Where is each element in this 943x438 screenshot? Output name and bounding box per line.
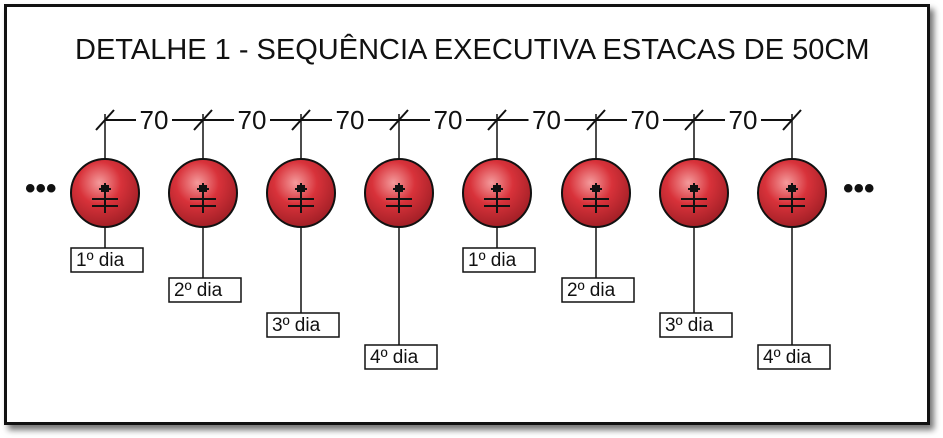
diagram-title: DETALHE 1 - SEQUÊNCIA EXECUTIVA ESTACAS … [75, 33, 869, 66]
spacing-label: 70 [532, 105, 561, 135]
ellipsis-right: ••• [843, 172, 875, 205]
pile-symbol-icon [484, 183, 510, 213]
pile-row: 1º dia 2º dia 3º dia 4º dia 1º dia 2º dia 3º d… [70, 158, 831, 370]
pile: 4º dia [364, 158, 438, 370]
day-label: 1º dia [76, 250, 125, 271]
pile: 3º dia [266, 158, 340, 338]
pile: 4º dia [757, 158, 831, 370]
pile-symbol-icon [190, 183, 216, 213]
day-label: 4º dia [370, 347, 419, 368]
pile: 2º dia [561, 158, 635, 303]
pile: 1º dia [462, 158, 536, 273]
day-label-box [266, 312, 340, 338]
spacing-label: 70 [434, 105, 463, 135]
ellipsis-left: ••• [25, 172, 57, 205]
day-label: 3º dia [272, 315, 321, 336]
day-label: 3º dia [665, 315, 714, 336]
spacing-label: 70 [140, 105, 169, 135]
day-label-box [561, 277, 635, 303]
pile: 1º dia [70, 158, 144, 273]
pile-symbol-icon [386, 183, 412, 213]
spacing-label: 70 [336, 105, 365, 135]
day-label-box [168, 277, 242, 303]
day-label-box [70, 247, 144, 273]
pile: 2º dia [168, 158, 242, 303]
day-label-box [659, 312, 733, 338]
pile-symbol-icon [288, 183, 314, 213]
dimension-line: 70 70 70 70 70 70 70 [95, 105, 802, 159]
pile: 3º dia [659, 158, 733, 338]
pile-symbol-icon [681, 183, 707, 213]
day-label: 1º dia [468, 250, 517, 271]
day-label: 2º dia [174, 280, 223, 301]
spacing-label: 70 [631, 105, 660, 135]
day-label: 4º dia [763, 347, 812, 368]
day-label-box [757, 344, 831, 370]
spacing-label: 70 [238, 105, 267, 135]
day-label: 2º dia [567, 280, 616, 301]
day-label-box [462, 247, 536, 273]
pile-symbol-icon [92, 183, 118, 213]
pile-symbol-icon [779, 183, 805, 213]
day-label-box [364, 344, 438, 370]
pile-symbol-icon [583, 183, 609, 213]
spacing-label: 70 [729, 105, 758, 135]
